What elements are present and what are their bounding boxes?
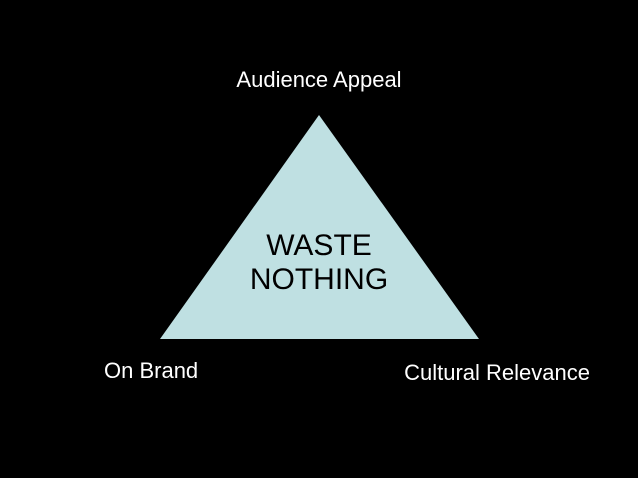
vertex-label-top: Audience Appeal	[236, 67, 402, 92]
vertex-label-bottom-right: Cultural Relevance	[404, 360, 590, 385]
center-text-line-1: WASTE	[266, 229, 372, 262]
triangle-shape	[160, 115, 479, 339]
triangle-center-text: WASTE NOTHING	[0, 229, 638, 297]
vertex-label-bottom-left: On Brand	[104, 358, 199, 383]
center-text-line-2: NOTHING	[249, 263, 389, 296]
